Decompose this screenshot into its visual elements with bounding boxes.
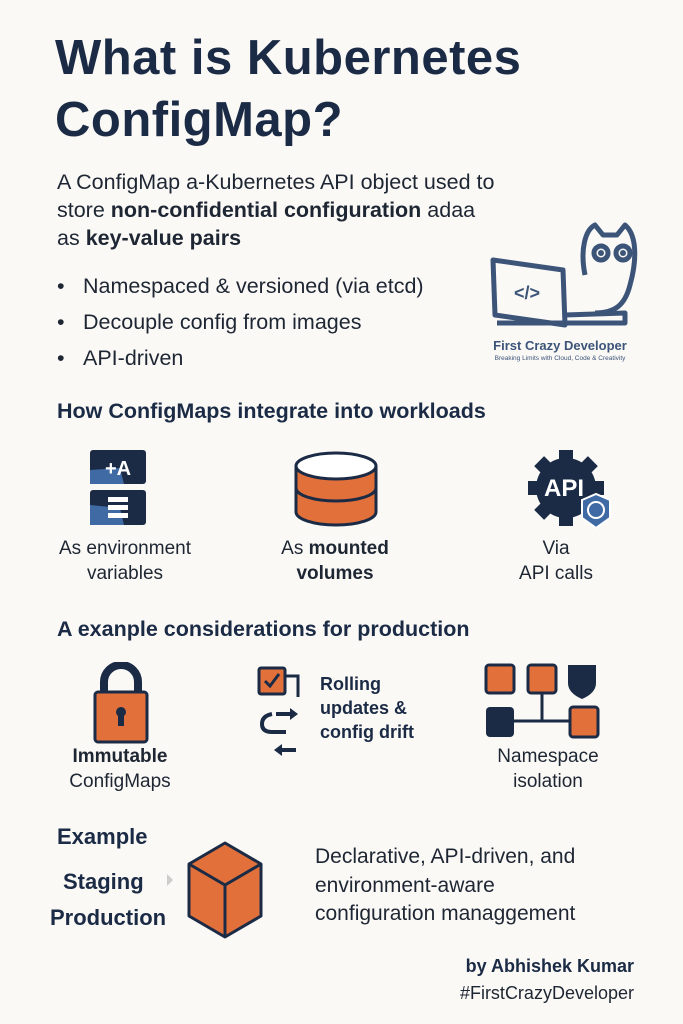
- hashtag: #FirstCrazyDeveloper: [459, 983, 634, 1003]
- cube-icon: [187, 841, 263, 939]
- code-glyph: </>: [514, 283, 540, 303]
- emphasis: key-value pairs: [85, 226, 242, 250]
- label-line: Immutable: [72, 746, 168, 767]
- summary-text: Declarative, API-driven, and environment…: [315, 843, 575, 929]
- title-line-2: ConfigMap?: [55, 93, 344, 147]
- section-heading-production: A exanple considerations for production: [57, 617, 470, 641]
- icon-text: API: [544, 475, 584, 502]
- author: by Abhishek Kumar: [465, 956, 634, 976]
- label-line: Namespace: [497, 746, 599, 767]
- env-label: As environment variables: [25, 536, 225, 586]
- feature-list: Namespaced & versioned (via etcd) Decoup…: [57, 268, 424, 376]
- volumes-label: As mounted volumes: [235, 536, 435, 586]
- summary-line: Declarative, API-driven, and: [315, 845, 576, 868]
- label-line: As environment: [58, 538, 191, 559]
- emphasis: volumes: [296, 563, 374, 584]
- intro-line: as key-value pairs: [57, 224, 494, 252]
- page-title: What is Kubernetes ConfigMap?: [55, 30, 521, 148]
- rolling-update-icon: [257, 666, 300, 756]
- label-line: As mounted: [235, 536, 435, 561]
- label-line: updates &: [320, 698, 408, 718]
- volume-database-icon: [294, 451, 378, 527]
- api-gear-icon: API: [528, 450, 611, 530]
- text: as: [57, 226, 86, 250]
- label-line: isolation: [513, 771, 583, 792]
- rolling-label: Rolling updates & config drift: [320, 672, 414, 744]
- namespace-label: Namespace isolation: [448, 744, 648, 794]
- summary-line: environment-aware: [315, 873, 495, 897]
- label-line: Via: [542, 538, 570, 559]
- section-heading-integrate: How ConfigMaps integrate into workloads: [57, 399, 486, 423]
- label-line: API calls: [519, 563, 593, 584]
- logo-tagline: Breaking Limits with Cloud, Code & Creat…: [494, 355, 626, 362]
- list-item: Namespaced & versioned (via etcd): [57, 268, 424, 304]
- list-item: Decouple config from images: [57, 304, 424, 340]
- production-label: Production: [50, 905, 167, 930]
- lock-icon: [93, 662, 149, 744]
- immutable-label: Immutable ConfigMaps: [20, 744, 220, 794]
- summary-line: configuration managgement: [315, 902, 576, 925]
- intro-line: A ConfigMap a-Kubernetes API object used…: [57, 170, 495, 194]
- environment-variables-icon: +A: [90, 450, 146, 525]
- text: As: [281, 538, 309, 559]
- api-label: Via API calls: [456, 536, 656, 586]
- staging-label: Staging: [63, 869, 144, 894]
- label-line: Rolling: [320, 674, 381, 694]
- label-line: volumes: [235, 561, 435, 586]
- arrow-right-icon: [167, 874, 173, 886]
- title-line-1: What is Kubernetes: [55, 31, 522, 85]
- icon-text: +A: [105, 458, 131, 480]
- label-line: config drift: [320, 722, 414, 742]
- intro-line: store non-confidential configuration ada…: [57, 196, 494, 224]
- text: store: [57, 198, 111, 222]
- emphasis: non-confidential configuration: [110, 198, 422, 222]
- text: adaa: [421, 198, 476, 222]
- logo-name: First Crazy Developer: [493, 338, 627, 353]
- logo: </> First Crazy Developer Breaking Limit…: [485, 215, 645, 370]
- list-item: API-driven: [57, 340, 424, 376]
- label-line: variables: [86, 563, 164, 584]
- intro-paragraph: A ConfigMap a-Kubernetes API object used…: [57, 168, 494, 252]
- laptop-owl-icon: </>: [490, 222, 638, 328]
- example-heading: Example: [57, 824, 148, 849]
- emphasis: mounted: [308, 538, 389, 559]
- namespace-isolation-icon: [484, 663, 600, 739]
- label-line: ConfigMaps: [69, 771, 171, 792]
